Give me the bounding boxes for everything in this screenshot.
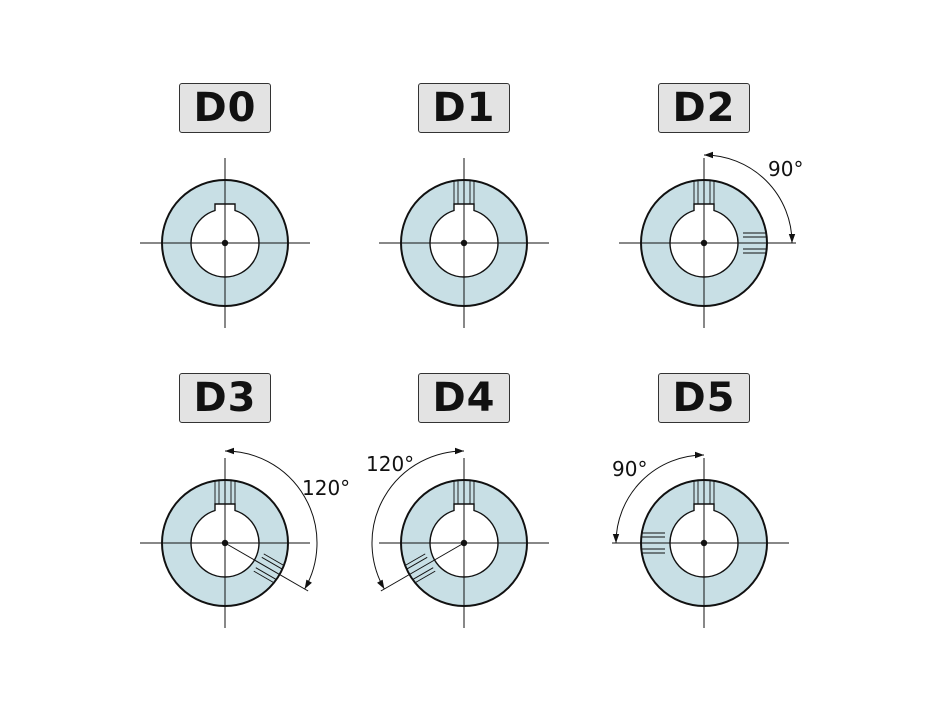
- angle-label-d5: 90°: [612, 457, 648, 481]
- angle-label-d4: 120°: [366, 452, 415, 476]
- angle-label-d3: 120°: [302, 476, 351, 500]
- center-dot: [460, 239, 468, 247]
- angle-label-d2: 90°: [768, 157, 804, 181]
- angle-dimension: [224, 447, 318, 592]
- thread-line: [415, 570, 436, 584]
- variant-label-d4: D4: [418, 373, 510, 423]
- coupling-d4: [371, 447, 549, 628]
- dimension-arc: [371, 450, 465, 590]
- angle-dimension: [703, 151, 796, 244]
- coupling-d0: [140, 158, 310, 328]
- coupling-d5: [612, 451, 789, 628]
- thread-line: [407, 556, 428, 570]
- dimension-arc: [703, 154, 793, 244]
- coupling-d1: [379, 158, 549, 328]
- arrowhead-end: [377, 579, 385, 589]
- thread-line: [263, 553, 284, 566]
- arrowhead-start: [225, 447, 234, 455]
- arrowhead-start: [455, 447, 464, 455]
- variant-label-d2: D2: [658, 83, 750, 133]
- arrowhead-end: [788, 234, 796, 243]
- angle-dimension: [371, 447, 465, 592]
- thread-line: [405, 553, 426, 566]
- extension-line: [380, 542, 465, 592]
- coupling-d3: [140, 447, 318, 628]
- dimension-arc: [224, 450, 318, 590]
- set-screw-hole: [405, 553, 436, 584]
- arrowhead-end: [612, 534, 620, 543]
- thread-line: [253, 570, 274, 584]
- arrowhead-end: [304, 579, 312, 589]
- angle-dimension: [612, 451, 705, 544]
- set-screw-hole: [253, 553, 284, 584]
- set-screw-hole: [214, 481, 236, 504]
- set-screw-hole: [453, 481, 475, 504]
- extension-line: [224, 542, 309, 592]
- thread-line: [261, 556, 282, 570]
- coupling-d2: [619, 151, 796, 328]
- center-dot: [221, 239, 229, 247]
- variant-label-d0: D0: [179, 83, 271, 133]
- set-screw-hole: [743, 232, 766, 254]
- dimension-arc: [615, 454, 705, 544]
- set-screw-hole: [693, 181, 715, 204]
- set-screw-hole: [642, 532, 665, 554]
- variant-label-d1: D1: [418, 83, 510, 133]
- variant-label-d5: D5: [658, 373, 750, 423]
- arrowhead-start: [704, 151, 713, 159]
- thread-line: [413, 567, 434, 580]
- set-screw-hole: [693, 481, 715, 504]
- variant-label-d3: D3: [179, 373, 271, 423]
- set-screw-hole: [453, 181, 475, 204]
- arrowhead-start: [695, 451, 704, 459]
- thread-line: [255, 567, 276, 580]
